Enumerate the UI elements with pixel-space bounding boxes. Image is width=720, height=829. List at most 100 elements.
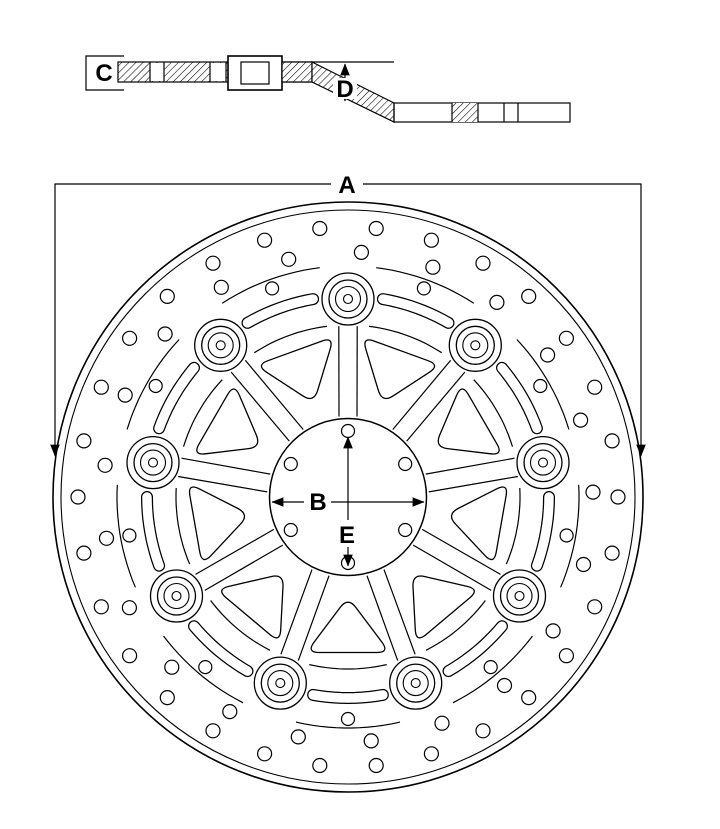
rivet-center [172,592,181,601]
drill-hole [313,759,327,773]
drill-hole [541,348,555,362]
rivet-center [216,341,225,350]
spoke-window-cutout [197,389,258,454]
bolt-hole [284,458,297,471]
drill-hole [605,546,619,560]
xsec-carrier-hatch [452,103,478,122]
drill-hole [574,413,588,427]
drill-hole [588,380,602,394]
bolt-hole [399,458,412,471]
spoke-edge-line [182,458,271,474]
drill-hole [586,485,600,499]
drill-hole [100,531,114,545]
drill-hole [223,705,237,719]
cross-section-view [86,56,570,122]
drill-hole [214,280,228,294]
drill-hole [158,327,172,341]
drill-hole [206,724,220,738]
drill-hole [266,282,279,295]
drill-hole [498,679,512,693]
drill-hole [417,282,430,295]
carrier-outer-edge-arc [506,488,520,564]
drill-hole [123,649,137,663]
drill-hole [118,388,132,402]
drill-hole [160,691,174,705]
spoke-window-cutout [190,487,245,560]
drill-hole [364,734,378,748]
carrier-outer-edge-arc [176,488,190,564]
spoke-window-cutout [413,576,474,638]
drill-hole [577,558,591,572]
drill-hole [369,759,383,773]
spoke-window-cutout [365,340,435,399]
drill-hole [71,490,85,504]
float-gap-slot [313,695,383,698]
drill-hole [313,222,327,236]
spoke-edge-line [281,570,312,655]
rivet-center [149,458,158,467]
spoke-edge-line [384,570,415,655]
drill-hole [94,380,108,394]
rivet-center [515,592,524,601]
rivet-center [344,295,353,304]
float-gap-slot [159,368,194,429]
spoke-window-cutout [311,602,385,652]
drill-hole [165,660,179,674]
drill-hole [484,661,497,674]
drill-hole [94,600,108,614]
drill-hole [98,458,112,472]
drill-hole [77,546,91,560]
drill-hole [206,256,220,270]
drill-hole [476,724,490,738]
carrier-outer-edge-arc [309,665,386,669]
xsec-hole-gap [210,63,226,81]
drill-hole [291,730,305,744]
spoke-window-cutout [261,340,331,399]
drill-hole [605,434,619,448]
xsec-hole-gap [150,63,164,81]
drill-hole [546,624,560,638]
drill-hole [77,434,91,448]
drill-hole [522,691,536,705]
rivet-center [539,458,548,467]
drill-hole [559,331,573,345]
drill-hole [560,529,573,542]
xsec-carrier-bar [394,103,570,122]
drill-hole [435,716,449,730]
drill-hole [123,529,136,542]
drill-hole [534,380,547,393]
spoke-window-cutout [438,389,499,454]
drill-hole [424,233,438,247]
drill-hole [199,661,212,674]
drill-hole [149,380,162,393]
drill-hole [354,245,368,259]
drill-hole [123,331,137,345]
dim-label-c: C [95,60,112,87]
drill-hole [424,747,438,761]
spoke-edge-line [426,458,515,474]
rivet-center [471,341,480,350]
drill-hole [490,295,504,309]
spoke-window-cutout [452,487,507,560]
drill-hole [160,289,174,303]
drill-hole [522,289,536,303]
dim-label-b: B [309,489,326,516]
rivet-center [411,679,420,688]
drill-hole [369,222,383,236]
bolt-hole [284,524,297,537]
drill-hole [611,490,625,504]
dim-label-d: D [336,76,353,103]
bolt-hole [399,524,412,537]
spoke-window-cutout [222,576,283,638]
float-gap-slot [502,368,537,429]
xsec-band-hatch2 [282,62,312,82]
bolt-hole [342,425,355,438]
drill-hole [258,233,272,247]
drill-hole [559,649,573,663]
drill-hole [282,252,296,266]
drill-hole [258,747,272,761]
drill-hole [588,600,602,614]
dim-label-a: A [338,172,355,199]
dim-label-e: E [339,522,355,549]
